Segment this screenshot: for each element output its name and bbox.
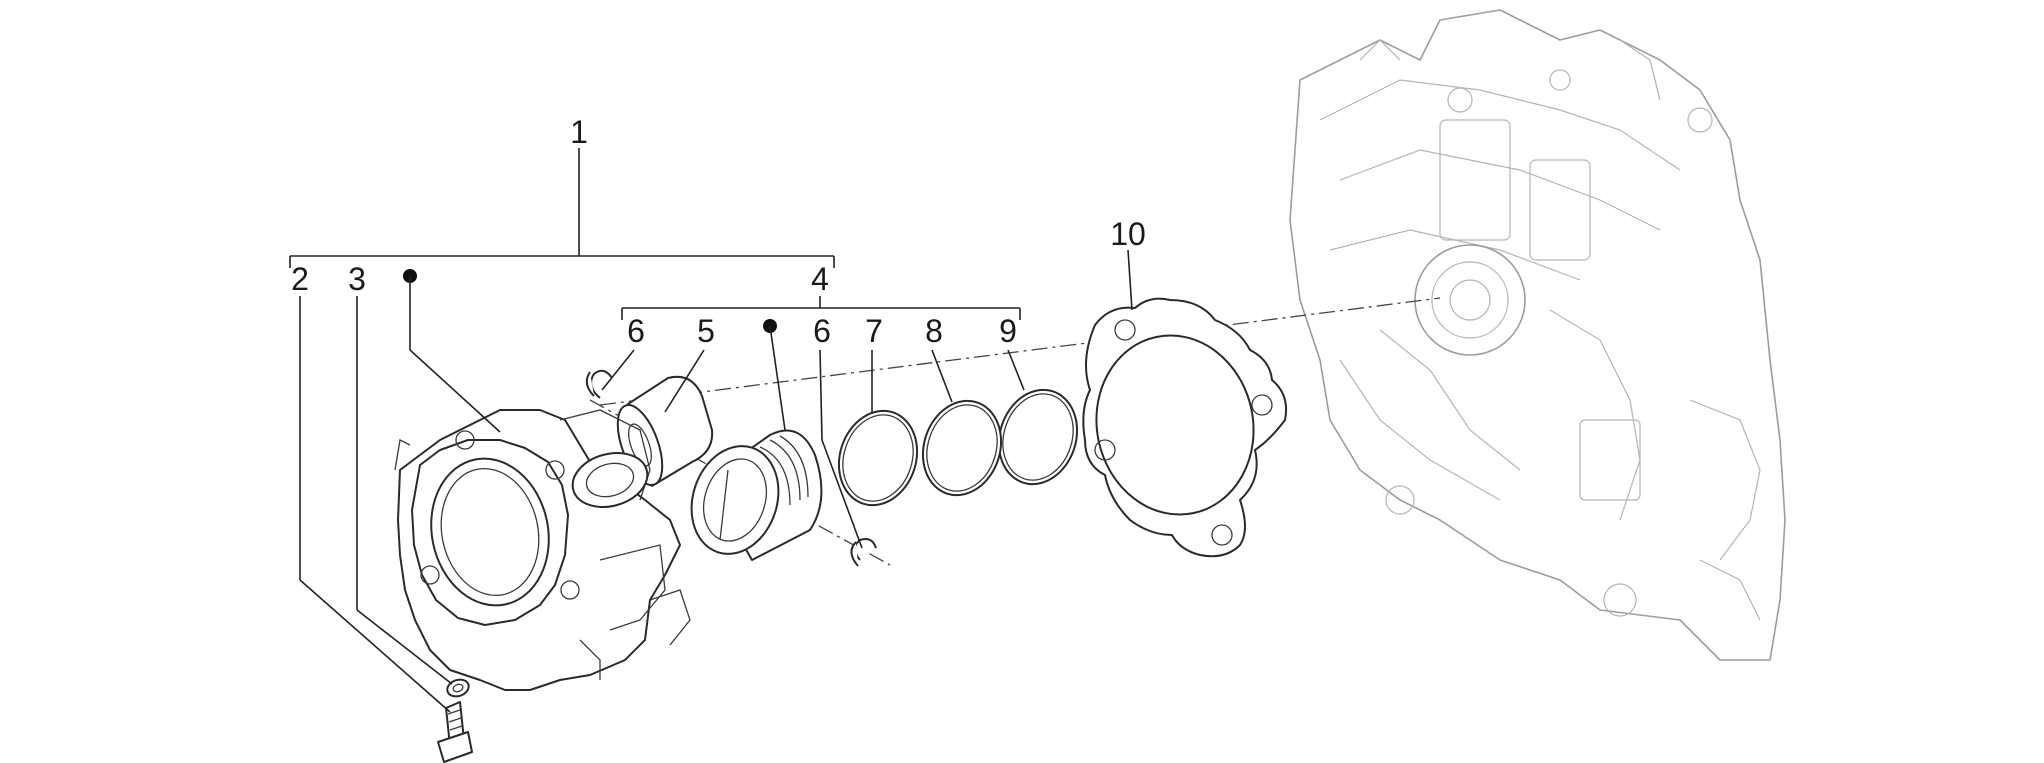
base-gasket (1082, 297, 1288, 558)
circlip-right (850, 538, 877, 567)
engine-crankcase-ghost (1289, 9, 1786, 661)
callout-8: 8 (925, 313, 943, 349)
callout-5: 5 (697, 313, 715, 349)
callout-1: 1 (570, 114, 588, 150)
assembly-axis-line (599, 297, 1441, 406)
piston-ring-8 (921, 399, 1003, 497)
callout-7: 7 (865, 313, 883, 349)
callout-6-right: 6 (813, 313, 831, 349)
piston (690, 429, 823, 561)
washer (446, 678, 470, 698)
callout-2: 2 (291, 261, 309, 297)
bolt (437, 701, 473, 763)
cylinder (394, 409, 691, 691)
piston-ring-7 (837, 409, 919, 507)
callout-leaders (289, 148, 1133, 713)
callout-4: 4 (811, 261, 829, 297)
callout-10: 10 (1110, 216, 1146, 252)
callout-9: 9 (999, 313, 1017, 349)
circlip-left (585, 369, 613, 399)
piston-ring-9 (997, 388, 1079, 486)
callout-6-left: 6 (627, 313, 645, 349)
callout-3: 3 (348, 261, 366, 297)
